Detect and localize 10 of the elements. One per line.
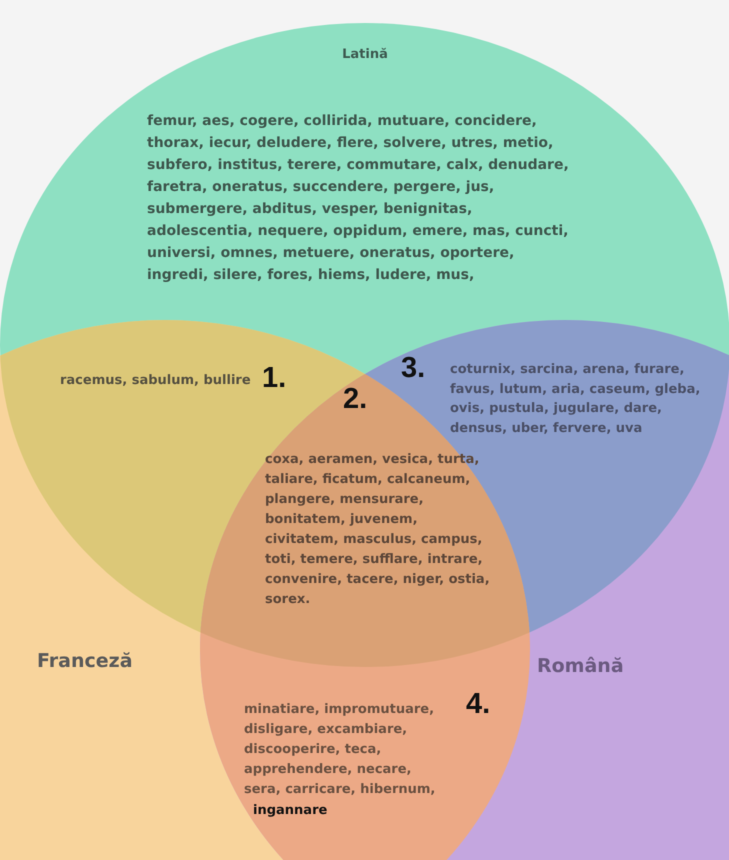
set-title: Franceză — [37, 650, 134, 672]
word-list: coturnix, sarcina, arena, furare, favus, lutum, aria, caseum, gleba, ovis, pustula, jugulare, dare, densus, uber, fervere, uva — [450, 360, 715, 438]
word-list: femur, aes, cogere, collirida, mutuare, concidere, thorax, iecur, deludere, flere, solvere, utres, metio, subfero, institus, terere, commutare, calx, denudare, faretra, oneratus, succendere, pergere, jus, submergere, abditus, vesper, benignitas, adolescentia, nequere, oppidum, emere, mas, cuncti, universi, omnes, metuere, oneratus, oportere, ingredi, silere, fores, hiems, ludere, mus, — [147, 110, 577, 286]
set-title: Română — [537, 655, 625, 677]
region-number: 3. — [401, 352, 426, 384]
region-number: 4. — [466, 688, 492, 720]
region-number: 2. — [343, 383, 368, 415]
word-list: ingannare — [253, 801, 403, 821]
set-title: Latină — [341, 47, 389, 63]
word-list: minatiare, impromutuare, disligare, excambiare, discooperire, teca, apprehendere, necare, sera, carricare, hibernum, — [244, 700, 449, 800]
